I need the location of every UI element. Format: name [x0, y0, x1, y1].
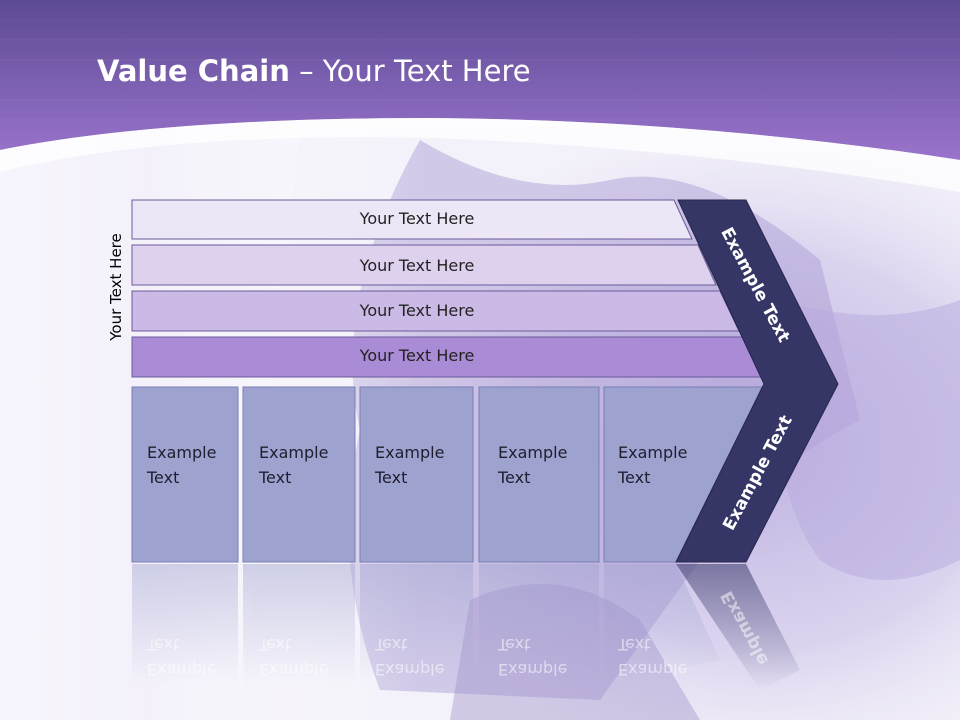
column-1-reflection: Example Text — [147, 635, 217, 679]
column-2-line1: Example — [259, 443, 329, 462]
column-1-shape — [131, 386, 239, 563]
column-3-line2: Text — [375, 468, 408, 487]
bar-1-shape — [131, 199, 693, 240]
column-2-shape — [242, 386, 356, 563]
page-title: Value Chain – Your Text Here — [97, 54, 531, 88]
column-3-shape — [359, 386, 474, 563]
column-2-label: Example Text — [259, 440, 328, 490]
column-1-line1: Example — [147, 443, 217, 462]
column-4-reflection: Example Text — [498, 635, 568, 679]
column-1-label: Example Text — [147, 440, 216, 490]
bar-4-label: Your Text Here — [359, 346, 475, 365]
column-5-line1: Example — [618, 443, 688, 462]
bar-3-label: Your Text Here — [359, 301, 475, 320]
title-bold: Value Chain — [97, 54, 290, 88]
bar-1-label: Your Text Here — [359, 209, 475, 228]
bar-2-shape — [131, 244, 717, 286]
column-4-label: Example Text — [498, 440, 567, 490]
column-3-line1: Example — [375, 443, 445, 462]
column-5-line2: Text — [618, 468, 651, 487]
column-3-label: Example Text — [375, 440, 444, 490]
title-rest: – Your Text Here — [289, 54, 531, 88]
side-label: Your Text Here — [107, 233, 125, 341]
bar-2-label: Your Text Here — [359, 256, 475, 275]
chevron-arrow-shape — [675, 199, 839, 563]
column-5-reflection: Example Text — [618, 635, 688, 679]
column-5-label: Example Text — [618, 440, 687, 490]
column-4-line2: Text — [498, 468, 531, 487]
column-2-reflection: Example Text — [259, 635, 329, 679]
column-1-line2: Text — [147, 468, 180, 487]
column-4-line1: Example — [498, 443, 568, 462]
column-3-reflection: Example Text — [375, 635, 445, 679]
column-4-shape — [478, 386, 600, 563]
column-2-line2: Text — [259, 468, 292, 487]
